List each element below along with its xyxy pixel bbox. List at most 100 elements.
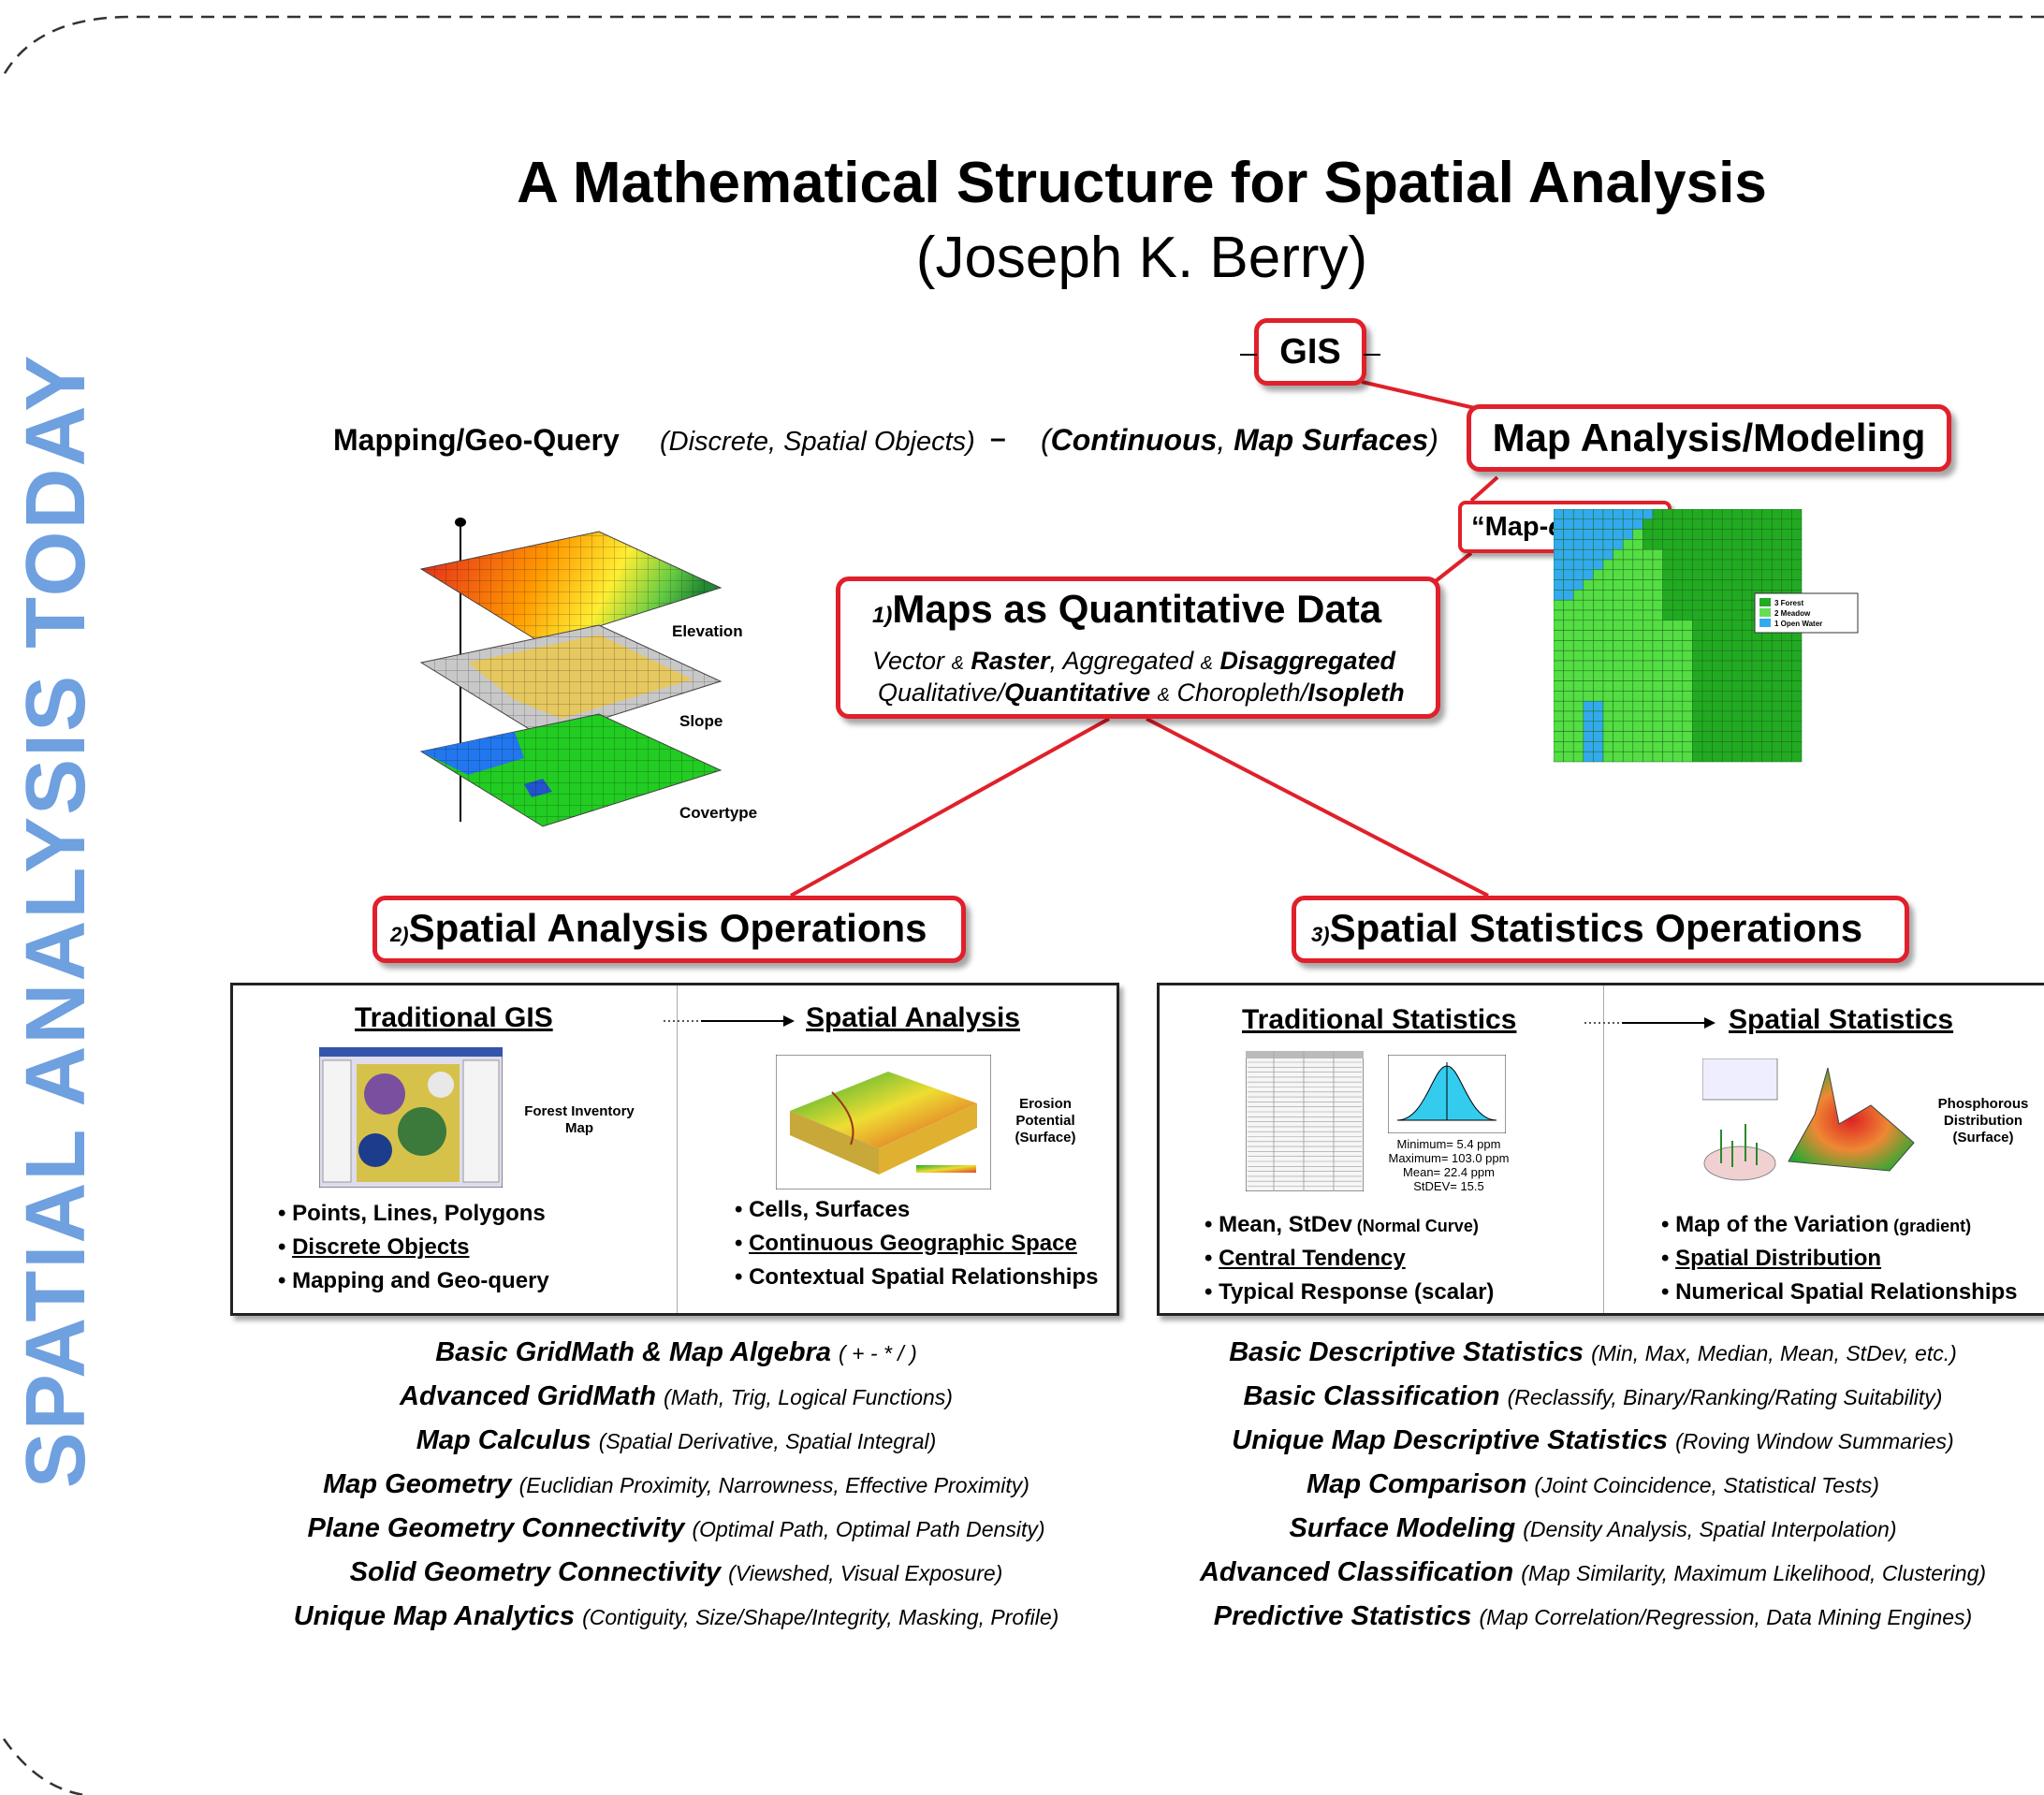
spatial-statistics-ops-box: 3)Spatial Statistics Operations (1292, 896, 1909, 963)
panel-divider-2 (1603, 985, 1604, 1313)
arrow-right-icon-2 (1584, 1017, 1716, 1029)
statistics-op-item: Map Comparison (Joint Coincidence, Stati… (1142, 1463, 2044, 1507)
analysis-ops-list: Basic GridMath & Map Algebra ( + - * / )… (234, 1331, 1118, 1639)
ss-box-number: 3) (1311, 923, 1330, 946)
ss-box-title: Spatial Statistics Operations (1329, 906, 1863, 950)
gis-tick-left (1240, 354, 1257, 356)
analysis-op-name: Basic GridMath & Map Algebra (435, 1337, 831, 1367)
traditional-gis-heading: Traditional GIS (355, 1002, 553, 1033)
phosphorous-surface-thumbnail (1702, 1058, 1915, 1181)
statistics-op-note: (Joint Coincidence, Statistical Tests) (1534, 1473, 1879, 1497)
map-analysis-label: Map Analysis/Modeling (1492, 416, 1926, 460)
traditional-statistics-heading: Traditional Statistics (1242, 1004, 1517, 1035)
analysis-op-note: (Spatial Derivative, Spatial Integral) (598, 1429, 937, 1453)
analysis-op-name: Advanced GridMath (400, 1381, 656, 1411)
analysis-op-name: Solid Geometry Connectivity (349, 1557, 722, 1587)
analysis-op-item: Unique Map Analytics (Contiguity, Size/S… (234, 1595, 1118, 1639)
statistics-op-note: (Roving Window Summaries) (1675, 1429, 1954, 1453)
phosphorous-caption: Phosphorous Distribution (Surface) (1937, 1096, 2029, 1146)
statistics-op-name: Basic Descriptive Statistics (1229, 1337, 1584, 1367)
analysis-op-item: Plane Geometry Connectivity (Optimal Pat… (234, 1507, 1118, 1551)
statistics-op-item: Predictive Statistics (Map Correlation/R… (1142, 1595, 2044, 1639)
statistics-ops-list: Basic Descriptive Statistics (Min, Max, … (1142, 1331, 2044, 1639)
aggregated-word: , Aggregated (1049, 647, 1194, 675)
amp-3: & (1157, 685, 1170, 706)
mapping-geoquery-label: Mapping/Geo-Query (333, 423, 620, 457)
stats-bullet-2: • Central Tendency (1204, 1246, 1406, 1271)
isopleth-word: Isopleth (1307, 679, 1405, 707)
stats-bullet-3: • Typical Response (scalar) (1204, 1279, 1495, 1305)
qualitative-word: Qualitative/ (878, 679, 1005, 707)
statistics-op-name: Predictive Statistics (1213, 1601, 1472, 1631)
statistics-op-item: Advanced Classification (Map Similarity,… (1142, 1551, 2044, 1595)
statistics-op-item: Unique Map Descriptive Statistics (Rovin… (1142, 1419, 2044, 1463)
layer-stack-illustration (419, 518, 723, 827)
statistics-op-note: (Density Analysis, Spatial Interpolation… (1523, 1517, 1897, 1541)
data-table-thumbnail (1246, 1051, 1364, 1191)
analysis-op-note: (Optimal Path, Optimal Path Density) (692, 1517, 1045, 1541)
spatial-analysis-ops-box: 2)Spatial Analysis Operations (372, 896, 966, 963)
continuous-note: (Continuous, Map Surfaces) (1041, 423, 1438, 457)
forest-inventory-caption: Forest Inventory Map (524, 1103, 635, 1136)
layer-label-covertype: Covertype (679, 804, 758, 822)
sa-box-title: Spatial Analysis Operations (408, 906, 927, 950)
analysis-op-name: Plane Geometry Connectivity (307, 1513, 685, 1543)
statistics-op-note: (Map Correlation/Regression, Data Mining… (1479, 1605, 1973, 1629)
stats-caption: Minimum= 5.4 ppm Maximum= 103.0 ppm Mean… (1388, 1137, 1510, 1193)
analysis-op-note: (Math, Trig, Logical Functions) (664, 1385, 953, 1409)
amp-2: & (1200, 653, 1213, 674)
maps-box-line2: Qualitative/Quantitative & Choropleth/Is… (878, 679, 1405, 708)
map-surfaces-word: Map Surfaces (1234, 423, 1429, 457)
analysis-op-item: Advanced GridMath (Math, Trig, Logical F… (234, 1375, 1118, 1419)
gis-label: GIS (1279, 332, 1341, 372)
quantitative-word: Quantitative (1004, 679, 1151, 707)
stat-maximum: Maximum= 103.0 ppm (1388, 1151, 1510, 1165)
sstat-bullet-3: • Numerical Spatial Relationships (1661, 1279, 2018, 1305)
analysis-op-note: ( + - * / ) (839, 1341, 917, 1365)
spatial-analysis-panel: Traditional GIS Spatial Analysis Forest … (230, 983, 1119, 1316)
sa-bullet-1: • Cells, Surfaces (735, 1197, 911, 1222)
choropleth-word: Choropleth/ (1176, 679, 1308, 707)
stat-stdev: StDEV= 15.5 (1413, 1179, 1484, 1193)
analysis-op-item: Solid Geometry Connectivity (Viewshed, V… (234, 1551, 1118, 1595)
disaggregated-word: Disaggregated (1219, 647, 1396, 675)
statistics-op-item: Surface Modeling (Density Analysis, Spat… (1142, 1507, 2044, 1551)
analysis-op-item: Map Calculus (Spatial Derivative, Spatia… (234, 1419, 1118, 1463)
forest-inventory-map-thumbnail (319, 1047, 503, 1188)
sa-box-number: 2) (390, 923, 409, 946)
erosion-caption: Erosion Potential (Surface) (1015, 1096, 1076, 1146)
analysis-op-note: (Viewshed, Visual Exposure) (728, 1561, 1003, 1585)
grid-legend-meadow: 2 Meadow (1774, 609, 1811, 618)
vector-word: Vector (872, 647, 945, 675)
sstat-bullet-1: • Map of the Variation (gradient) (1661, 1212, 1972, 1237)
grid-legend-water: 1 Open Water (1774, 620, 1822, 628)
erosion-surface-thumbnail (776, 1055, 991, 1189)
statistics-op-item: Basic Classification (Reclassify, Binary… (1142, 1375, 2044, 1419)
analysis-op-item: Map Geometry (Euclidian Proximity, Narro… (234, 1463, 1118, 1507)
analysis-op-name: Map Calculus (416, 1425, 591, 1455)
map-ematics-prefix: “Map- (1471, 512, 1549, 542)
spatial-statistics-panel: Traditional Statistics Spatial Statistic… (1157, 983, 2044, 1316)
gis-tick-right (1364, 354, 1380, 356)
statistics-op-name: Advanced Classification (1199, 1557, 1514, 1587)
sa-bullet-3: • Contextual Spatial Relationships (735, 1264, 1099, 1290)
statistics-op-note: (Min, Max, Median, Mean, StDev, etc.) (1591, 1341, 1957, 1365)
page-title: A Mathematical Structure for Spatial Ana… (517, 151, 1767, 215)
raster-word: Raster (971, 647, 1050, 675)
statistics-op-name: Surface Modeling (1289, 1513, 1516, 1543)
statistics-op-name: Unique Map Descriptive Statistics (1232, 1425, 1669, 1455)
stat-minimum: Minimum= 5.4 ppm (1396, 1137, 1501, 1151)
continuous-word: Continuous (1050, 423, 1218, 457)
maps-box-title: Maps as Quantitative Data (892, 587, 1382, 631)
panel-divider (677, 985, 678, 1313)
gis-box: GIS (1240, 318, 1380, 386)
analysis-op-note: (Euclidian Proximity, Narrowness, Effect… (518, 1473, 1029, 1497)
statistics-op-name: Map Comparison (1307, 1469, 1527, 1499)
maps-box-number: 1) (872, 603, 893, 628)
normal-curve-thumbnail (1388, 1055, 1506, 1133)
maps-quantitative-box: 1)Maps as Quantitative Data Vector & Ras… (836, 576, 1440, 719)
spatial-statistics-heading: Spatial Statistics (1729, 1004, 1954, 1035)
layer-label-elevation: Elevation (672, 622, 743, 640)
statistics-op-name: Basic Classification (1243, 1381, 1500, 1411)
